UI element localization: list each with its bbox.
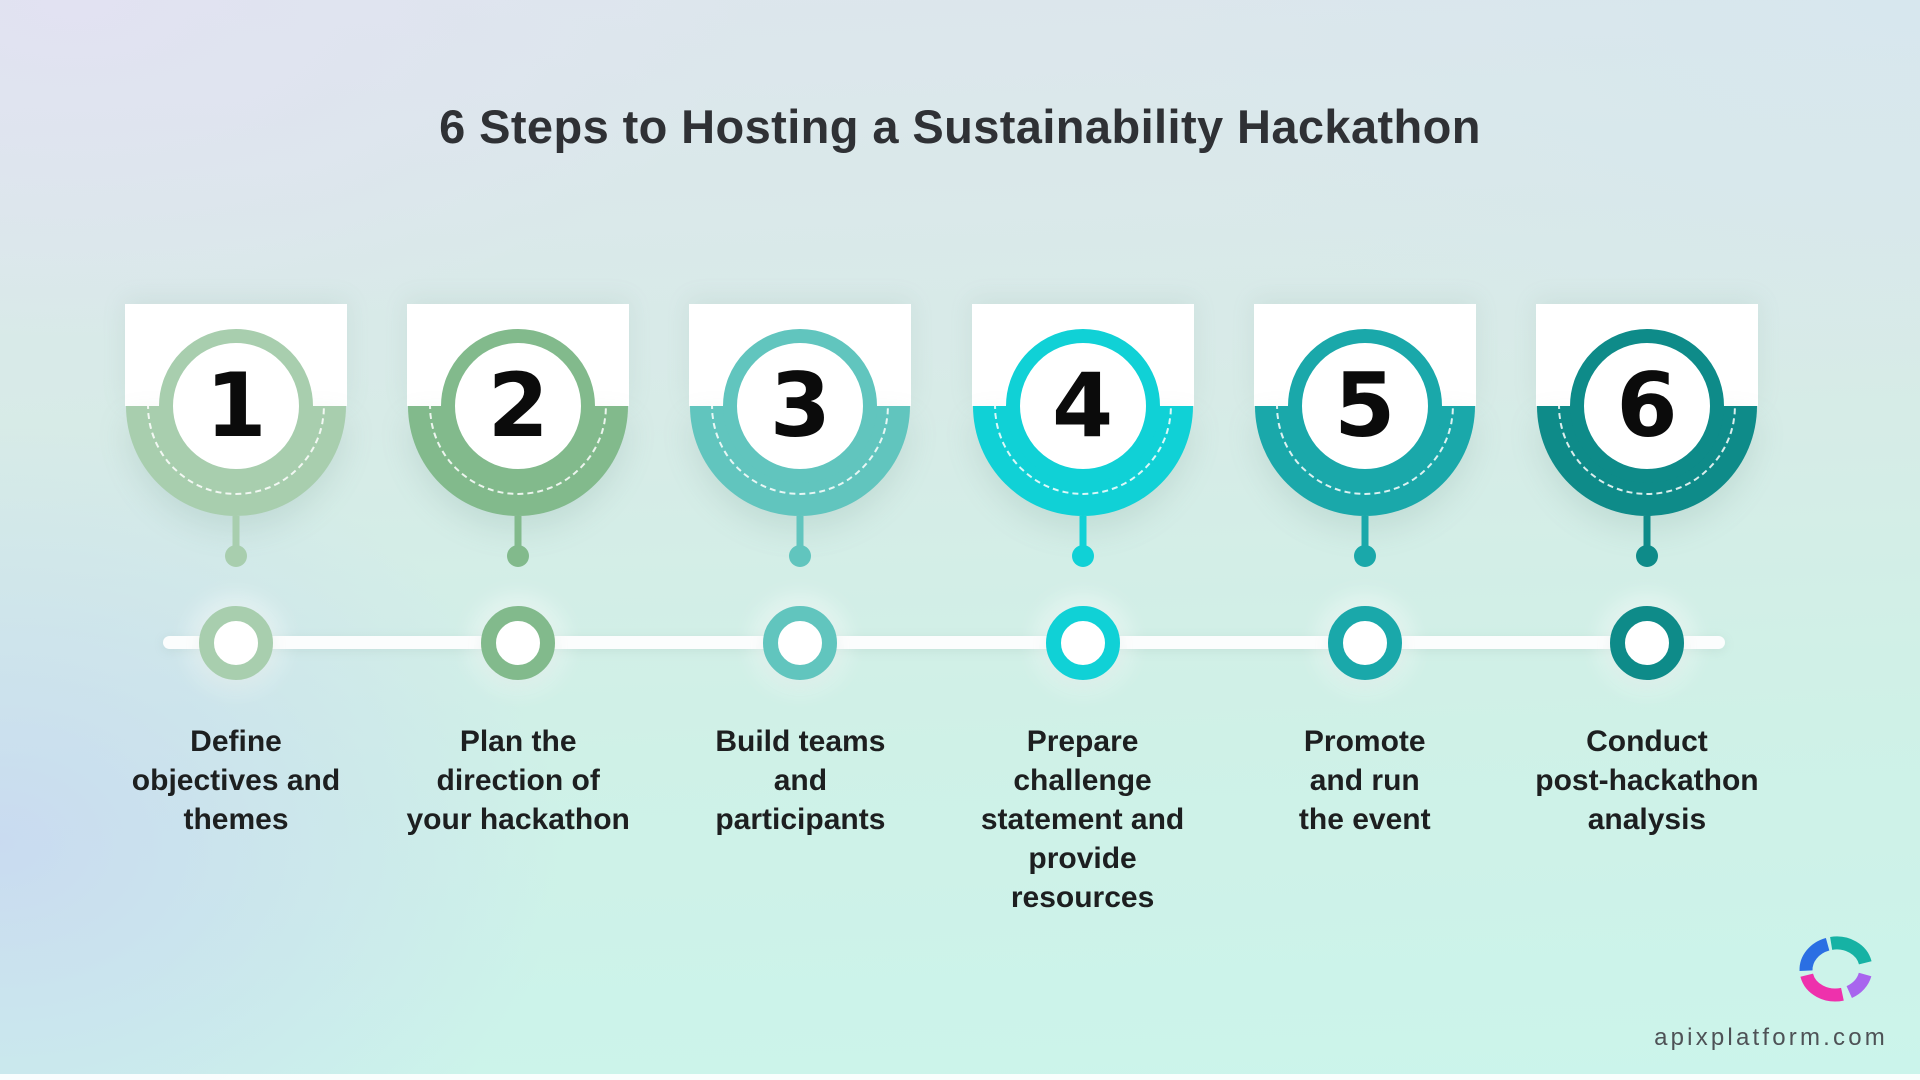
step-number: 1	[205, 354, 267, 457]
step-number-circle: 2	[441, 329, 596, 483]
step-label: Conduct post-hackathon analysis	[1535, 725, 1759, 836]
step-label: Plan the direction of your hackathon	[406, 725, 630, 836]
connector-stem	[796, 516, 804, 548]
connector-dot	[1071, 545, 1094, 567]
steps-row: 1 Define objectives and themes 2	[124, 304, 1759, 1024]
connector-dot	[1353, 545, 1376, 567]
connector-dot	[225, 545, 247, 567]
step-number: 6	[1616, 354, 1678, 457]
connector-dot	[1635, 545, 1658, 567]
step-number: 3	[769, 354, 831, 457]
step-item-5: 5 Promote and run the event	[1253, 304, 1477, 1024]
step-item-3: 3 Build teams and participants	[688, 304, 912, 1024]
step-label: Promote and run the event	[1298, 725, 1431, 836]
logo-segment-pink	[1800, 973, 1844, 1002]
step-badge: 5	[1253, 304, 1476, 567]
logo-segment-blue	[1799, 937, 1830, 972]
timeline-node	[1609, 606, 1684, 680]
step-number-circle: 1	[159, 329, 313, 483]
step-badge: 4	[971, 304, 1194, 567]
step-badge: 2	[407, 304, 630, 567]
step-number-circle: 5	[1287, 329, 1442, 483]
step-badge: 3	[689, 304, 912, 567]
logo-segment-purple	[1846, 972, 1872, 998]
step-number: 4	[1051, 354, 1114, 457]
step-number-circle: 4	[1005, 329, 1160, 483]
connector-stem	[232, 516, 240, 548]
step-number: 5	[1334, 354, 1396, 457]
step-number-circle: 6	[1569, 329, 1724, 483]
timeline-node	[481, 606, 556, 680]
connector-stem	[1079, 516, 1087, 548]
timeline-node	[199, 606, 273, 680]
step-item-4: 4 Prepare challenge statement and provid…	[971, 304, 1195, 1024]
step-label: Define objectives and themes	[131, 725, 341, 836]
bottom-edge-strip	[0, 1074, 1920, 1080]
step-label: Build teams and participants	[715, 725, 886, 836]
page-title: 6 Steps to Hosting a Sustainability Hack…	[439, 100, 1481, 153]
brand-logo-icon	[1799, 936, 1872, 1002]
timeline-node	[1045, 606, 1120, 680]
timeline-node	[1327, 606, 1402, 680]
step-number-circle: 3	[723, 329, 878, 483]
connector-stem	[1361, 516, 1369, 548]
connector-dot	[507, 545, 530, 567]
connector-stem	[1643, 516, 1651, 548]
step-item-2: 2 Plan the direction of your hackathon	[406, 304, 630, 1024]
step-label: Prepare challenge statement and provide …	[980, 725, 1185, 914]
step-number: 2	[487, 354, 549, 457]
step-item-1: 1 Define objectives and themes	[124, 304, 348, 1024]
connector-stem	[514, 516, 522, 548]
website-url: apixplatform.com	[1654, 1024, 1888, 1051]
step-item-6: 6 Conduct post-hackathon analysis	[1535, 304, 1759, 1024]
timeline-node	[763, 606, 838, 680]
logo-segment-teal	[1830, 936, 1872, 965]
connector-dot	[789, 545, 812, 567]
step-badge: 1	[125, 304, 347, 567]
step-badge: 6	[1535, 304, 1758, 567]
